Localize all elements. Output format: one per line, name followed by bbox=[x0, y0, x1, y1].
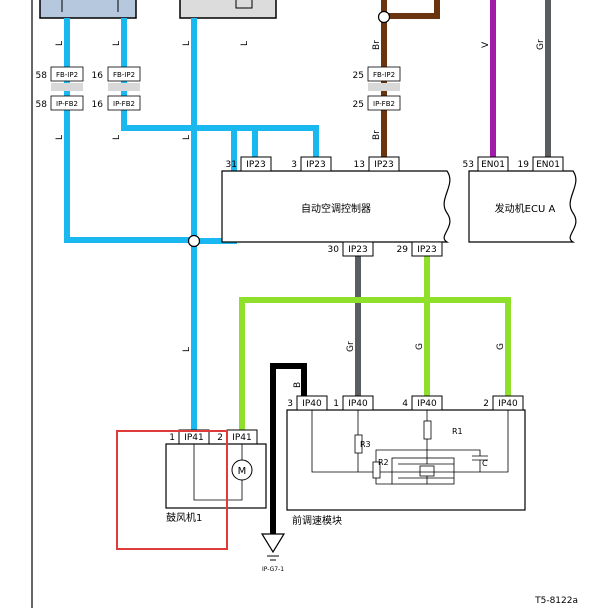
pin-number: 2 bbox=[217, 433, 223, 443]
pin-number: 58 bbox=[36, 71, 48, 81]
pin-number: 3 bbox=[291, 160, 297, 170]
connector-label: EN01 bbox=[481, 160, 505, 170]
pin-number: 25 bbox=[353, 71, 364, 81]
highlight-box bbox=[116, 430, 228, 550]
blower-label: 鼓风机1 bbox=[166, 511, 202, 524]
front-speed-module-box bbox=[286, 409, 526, 511]
wire-label: G bbox=[415, 343, 425, 350]
pin-number: 53 bbox=[463, 160, 474, 170]
pin-number: 16 bbox=[92, 71, 104, 81]
connector-fbip2-brown: FB-IP2 IP-FB2 25 25 bbox=[353, 66, 401, 111]
speed-module-circuit bbox=[311, 410, 509, 485]
connector-ip23-13: IP23 13 bbox=[354, 156, 400, 172]
wire-label: L bbox=[182, 41, 192, 46]
connector-label: IP23 bbox=[374, 160, 394, 170]
connector-label: IP40 bbox=[417, 399, 437, 409]
connector-label: FB-IP2 bbox=[373, 71, 395, 79]
resistor-r3-label: R3 bbox=[360, 440, 371, 449]
wire-label: V bbox=[481, 41, 491, 48]
resistor-r2-label: R2 bbox=[378, 458, 389, 467]
connector-ip23-29: IP23 29 bbox=[397, 241, 443, 257]
wire-label: Br bbox=[372, 130, 382, 140]
blower-internal-wire bbox=[193, 444, 243, 501]
wire-label: G bbox=[496, 343, 506, 350]
wire-label: L bbox=[182, 347, 192, 352]
motor-label: M bbox=[238, 466, 247, 477]
connector-ip23-3: IP23 3 bbox=[291, 156, 332, 172]
connector-label: FB-IP2 bbox=[113, 71, 135, 79]
connector-label: IP41 bbox=[184, 433, 204, 443]
pin-number: 1 bbox=[169, 433, 175, 443]
connector-ip41-2: IP41 2 bbox=[217, 429, 258, 445]
connector-label: IP40 bbox=[498, 399, 518, 409]
pin-number: 31 bbox=[226, 160, 237, 170]
wire-black-ground bbox=[270, 363, 307, 534]
connector-label: EN01 bbox=[536, 160, 560, 170]
figure-id: T5-8122a bbox=[534, 596, 578, 606]
pin-number: 30 bbox=[328, 245, 340, 255]
connector-fbip2-right: FB-IP2 IP-FB2 16 16 bbox=[92, 66, 141, 111]
motor-icon bbox=[231, 459, 253, 481]
pin-number: 4 bbox=[402, 399, 408, 409]
splice-point bbox=[187, 234, 201, 248]
front-speed-module-label: 前调速模块 bbox=[292, 514, 342, 527]
splice-point bbox=[377, 10, 391, 24]
wire-label: Gr bbox=[346, 341, 356, 352]
blower-box bbox=[165, 443, 267, 509]
pin-number: 16 bbox=[92, 100, 104, 110]
wire-label: L bbox=[55, 41, 65, 46]
connector-label: IP23 bbox=[417, 245, 437, 255]
resistor-r1-label: R1 bbox=[452, 427, 463, 436]
connector-label: IP23 bbox=[306, 160, 326, 170]
pin-number: 1 bbox=[333, 399, 339, 409]
connector-label: IP40 bbox=[302, 399, 322, 409]
ground-icon bbox=[260, 533, 286, 554]
pin-number: 25 bbox=[353, 100, 364, 110]
pin-number: 3 bbox=[287, 399, 293, 409]
wire-label: L bbox=[182, 135, 192, 140]
wire-label: L bbox=[240, 41, 250, 46]
connector-ip23-30: IP23 30 bbox=[328, 241, 374, 257]
ground-label: IP-G7-1 bbox=[262, 566, 284, 573]
ac-controller-label: 自动空调控制器 bbox=[301, 202, 371, 215]
wire-label: L bbox=[112, 135, 122, 140]
wire-label: Gr bbox=[536, 39, 546, 50]
pin-number: 19 bbox=[518, 160, 530, 170]
pin-number: 2 bbox=[483, 399, 489, 409]
connector-label: IP-FB2 bbox=[373, 100, 395, 108]
connector-label: IP-FB2 bbox=[56, 100, 78, 108]
pin-number: 58 bbox=[36, 100, 48, 110]
wire-green-blower bbox=[239, 297, 511, 430]
wire-label: Br bbox=[372, 40, 382, 50]
connector-ip40-1: IP40 1 bbox=[333, 395, 374, 411]
connector-label: IP-FB2 bbox=[113, 100, 135, 108]
connector-label: FB-IP2 bbox=[56, 71, 78, 79]
top-component-left bbox=[39, 0, 137, 19]
wire-label: B bbox=[293, 382, 303, 388]
connector-label: IP23 bbox=[246, 160, 266, 170]
connector-label: IP23 bbox=[348, 245, 368, 255]
engine-ecu-box bbox=[468, 170, 577, 243]
ac-controller-box bbox=[221, 170, 451, 243]
top-component-right-mark bbox=[235, 0, 253, 9]
connector-label: IP41 bbox=[232, 433, 252, 443]
connector-ip40-4: IP40 4 bbox=[402, 395, 443, 411]
engine-ecu-label: 发动机ECU A bbox=[495, 202, 556, 215]
connector-ip23-31: IP23 31 bbox=[226, 156, 272, 172]
capacitor-label: C bbox=[482, 459, 488, 468]
ground-icon-lines bbox=[267, 555, 279, 561]
connector-en01-19: EN01 19 bbox=[518, 156, 564, 172]
connector-label: IP40 bbox=[348, 399, 368, 409]
connector-ip40-3: IP40 3 bbox=[287, 395, 328, 411]
pin-number: 13 bbox=[354, 160, 365, 170]
wire-label: L bbox=[55, 135, 65, 140]
connector-fbip2-left: FB-IP2 IP-FB2 58 58 bbox=[36, 66, 84, 111]
wire-label: L bbox=[112, 41, 122, 46]
connector-ip41-1: IP41 1 bbox=[169, 429, 210, 445]
connector-ip40-2: IP40 2 bbox=[483, 395, 524, 411]
pin-number: 29 bbox=[397, 245, 409, 255]
connector-en01-53: EN01 53 bbox=[463, 156, 509, 172]
top-component-right bbox=[179, 0, 277, 19]
